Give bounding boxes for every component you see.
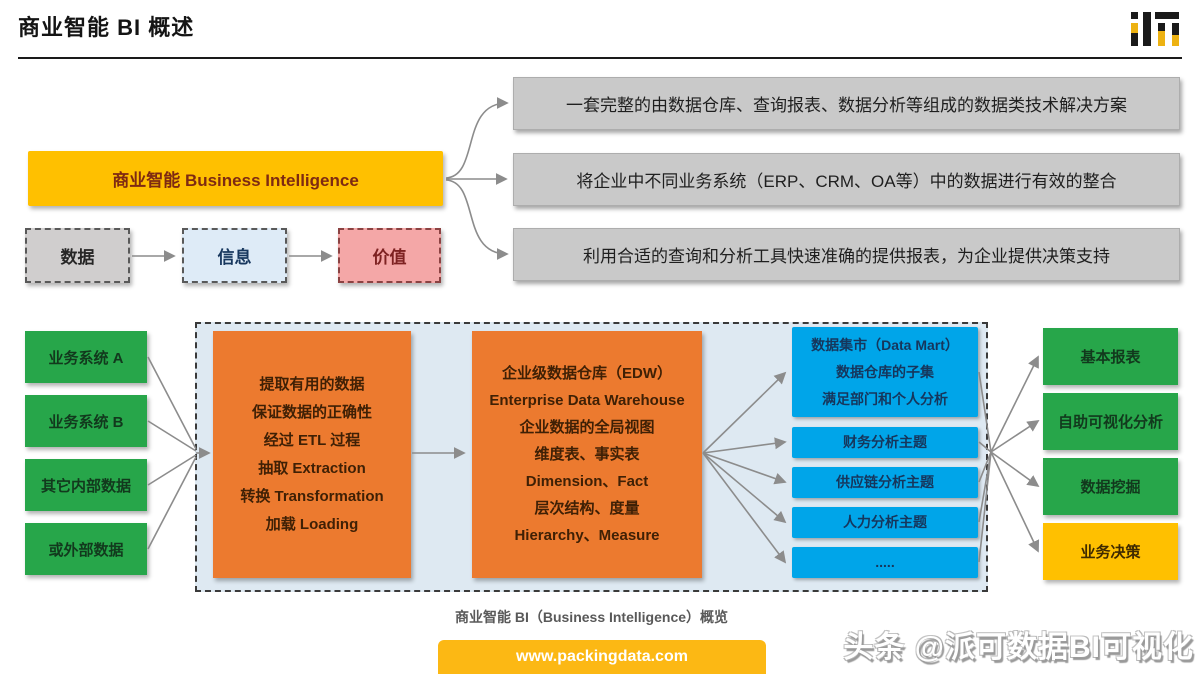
- etl-line: 经过 ETL 过程: [263, 431, 361, 449]
- output-box-selfservice: 自助可视化分析: [1043, 393, 1178, 450]
- edw-line: Enterprise Data Warehouse: [489, 392, 685, 409]
- source-box-system-a: 业务系统 A: [25, 331, 147, 383]
- datamart-finance-box: 财务分析主题: [792, 427, 978, 458]
- bullet-definition: 一套完整的由数据仓库、查询报表、数据分析等组成的数据类技术解决方案: [513, 77, 1180, 130]
- brand-logo-icon: [1131, 12, 1179, 46]
- source-box-system-b: 业务系统 B: [25, 395, 147, 447]
- output-box-mining: 数据挖掘: [1043, 458, 1178, 515]
- source-box-internal: 其它内部数据: [25, 459, 147, 511]
- edw-warehouse-box: 企业级数据仓库（EDW） Enterprise Data Warehouse 企…: [472, 331, 702, 578]
- flow-box-value: 价值: [338, 228, 441, 283]
- output-box-decision: 业务决策: [1043, 523, 1178, 580]
- page-title: 商业智能 BI 概述: [18, 15, 195, 40]
- etl-line: 加载 Loading: [265, 515, 359, 533]
- datamart-line: 数据仓库的子集: [836, 363, 934, 380]
- website-bar: www.packingdata.com: [438, 640, 766, 674]
- watermark-text: 头条 @派可数据BI可视化: [843, 631, 1194, 664]
- datamart-overview-box: 数据集市（Data Mart） 数据仓库的子集 满足部门和个人分析: [792, 327, 978, 417]
- edw-line: 维度表、事实表: [534, 446, 640, 463]
- etl-line: 转换 Transformation: [240, 487, 384, 505]
- output-box-reports: 基本报表: [1043, 328, 1178, 385]
- bullet-integration: 将企业中不同业务系统（ERP、CRM、OA等）中的数据进行有效的整合: [513, 153, 1180, 206]
- bi-title-box: 商业智能 Business Intelligence: [28, 151, 443, 206]
- edw-line: 层次结构、度量: [534, 500, 640, 517]
- source-box-external: 或外部数据: [25, 523, 147, 575]
- datamart-supplychain-box: 供应链分析主题: [792, 467, 978, 498]
- etl-line: 提取有用的数据: [259, 375, 365, 393]
- datamart-line: 满足部门和个人分析: [822, 390, 948, 407]
- datamart-line: 数据集市（Data Mart）: [811, 336, 959, 353]
- edw-line: Dimension、Fact: [525, 473, 649, 490]
- datamart-more-box: .....: [792, 547, 978, 578]
- title-divider: [18, 57, 1182, 59]
- bullet-decision: 利用合适的查询和分析工具快速准确的提供报表，为企业提供决策支持: [513, 228, 1180, 281]
- edw-line: 企业数据的全局视图: [519, 419, 655, 436]
- flow-box-data: 数据: [25, 228, 130, 283]
- etl-line: 保证数据的正确性: [251, 403, 372, 421]
- edw-line: Hierarchy、Measure: [514, 527, 660, 544]
- edw-line: 企业级数据仓库（EDW）: [502, 365, 672, 382]
- diagram-caption: 商业智能 BI（Business Intelligence）概览: [454, 609, 729, 625]
- datamart-hr-box: 人力分析主题: [792, 507, 978, 538]
- etl-line: 抽取 Extraction: [258, 459, 366, 477]
- etl-process-box: 提取有用的数据 保证数据的正确性 经过 ETL 过程 抽取 Extraction…: [213, 331, 411, 578]
- flow-box-info: 信息: [182, 228, 287, 283]
